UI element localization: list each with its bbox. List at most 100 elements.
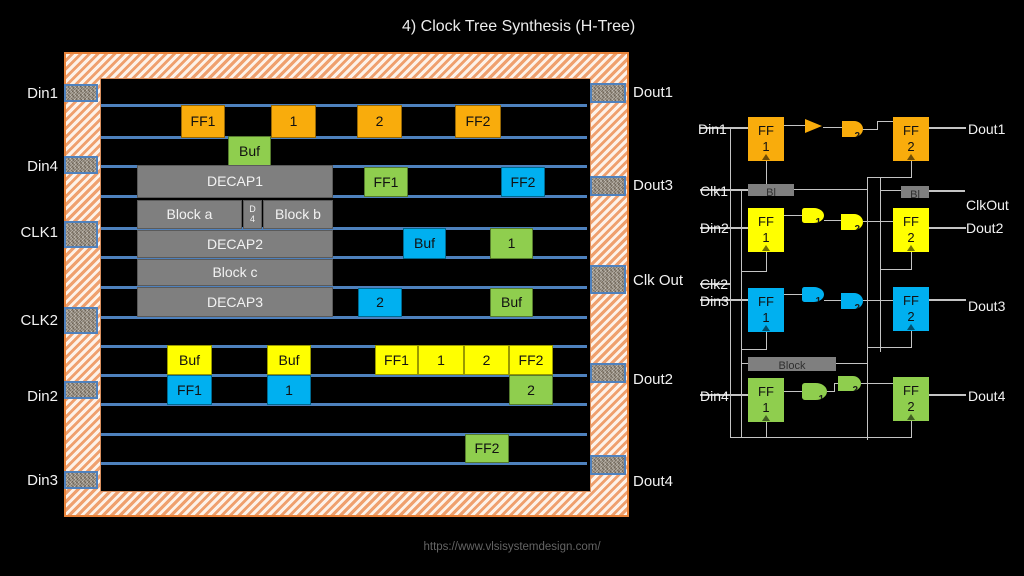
wire [827,391,835,392]
wire [929,227,966,229]
wire [877,121,878,130]
sch-ff1-orange: FF 1 [748,117,784,161]
sch-label-din3: Din3 [700,293,729,309]
fp-block-buf1-orange: 1 [271,105,316,138]
wire [929,127,966,129]
wire [867,177,868,440]
buffer-triangle-icon [805,119,822,133]
sch-ff1-yellow: FF 1 [748,208,784,252]
pin-label-dout3: Dout3 [633,177,674,194]
routing-rail [101,374,587,377]
pad-din4 [64,156,98,174]
fp-block-ff1-green: FF1 [364,167,408,197]
wire [700,227,748,229]
wire [863,300,893,301]
wire [783,215,803,216]
fp-block-ff1-orange: FF1 [181,105,225,138]
or-gate-icon: 1 [802,208,824,223]
wire [880,190,902,191]
pad-din2 [64,381,98,399]
routing-rail [101,165,587,168]
wire [766,161,767,190]
sch-label-din2: Din2 [700,220,729,236]
pin-label-din1: Din1 [27,85,58,102]
sch-ff1-blue: FF 1 [748,288,784,332]
pad-dout2 [590,363,626,383]
pad-clk2 [64,307,98,334]
wire [741,349,766,350]
wire [880,269,911,270]
wire [766,252,767,272]
wire [783,294,803,295]
wire [730,127,731,438]
routing-rail [101,345,587,348]
pin-label-clkout: Clk Out [633,272,684,289]
fp-block-a: Block a [137,200,242,229]
wire [911,161,912,178]
fp-block-ff2-yellow: FF2 [509,345,553,375]
wire [863,221,893,222]
wire [834,383,840,384]
sch-ff2-yellow: FF 2 [893,208,929,252]
wire [700,299,748,301]
pin-label-din3: Din3 [27,472,58,489]
gate-digit: 1 [815,217,821,224]
routing-rail [101,316,587,319]
fp-block-buf-yellow1: Buf [167,345,212,375]
pin-label-clk2: CLK2 [20,312,58,329]
wire [861,383,893,384]
wire [700,394,748,396]
wire [929,394,966,396]
sch-label-dout3: Dout3 [968,298,1006,314]
gate-digit: 1 [815,296,821,303]
fp-block-buf1-blue: 1 [267,375,311,405]
routing-rail [101,462,587,465]
sch-label-din4: Din4 [700,388,729,404]
website-url: https://www.vlsisystemdesign.com/ [423,541,601,553]
fp-block-ff2-green: FF2 [465,434,509,463]
or-gate-icon: 1 [802,287,824,302]
fp-block-buf2-blue: 2 [358,288,402,317]
sch-label-clkout: ClkOut [966,197,1009,213]
wire [867,177,911,178]
routing-rail [101,227,587,230]
fp-block-decap2: DECAP2 [137,230,333,258]
routing-rail [101,104,587,107]
pin-label-dout2: Dout2 [633,371,674,388]
sch-ff2-green: FF 2 [893,377,929,421]
wire [862,129,878,130]
routing-rail [101,403,587,406]
fp-block-ff2-blue: FF2 [501,167,545,197]
wire [911,331,912,348]
wire [794,189,867,190]
wire [834,383,835,392]
wire [880,177,881,352]
wire [741,363,748,364]
wire [929,299,966,301]
routing-rail [101,136,587,139]
fp-block-ff1-yellow: FF1 [375,345,418,375]
wire [824,220,842,221]
sch-label-dout4: Dout4 [968,388,1006,404]
fp-block-buf-green2: Buf [490,288,533,317]
fp-block-c: Block c [137,259,333,286]
or-gate-icon: 1 [802,383,827,400]
gate-digit: 2 [854,224,860,231]
sch-ff2-orange: FF 2 [893,117,929,161]
and-gate-icon: 2 [842,121,863,137]
fp-block-decap3: DECAP3 [137,287,333,317]
wire [730,437,867,438]
fp-block-b: Block b [263,200,333,229]
and-gate-icon: 2 [841,214,863,230]
wire [836,363,867,364]
wire [929,190,965,192]
and-gate-icon: 2 [838,376,861,391]
bar-label: Block [778,360,806,372]
sch-label-din1: Din1 [698,121,727,137]
pin-label-dout4: Dout4 [633,473,674,490]
fp-block-decap1: DECAP1 [137,165,333,198]
sch-ff2-blue: FF 2 [893,287,929,331]
bar-label: Bl [910,189,920,199]
fp-block-buf-green: Buf [228,136,271,167]
routing-rail [101,286,587,289]
